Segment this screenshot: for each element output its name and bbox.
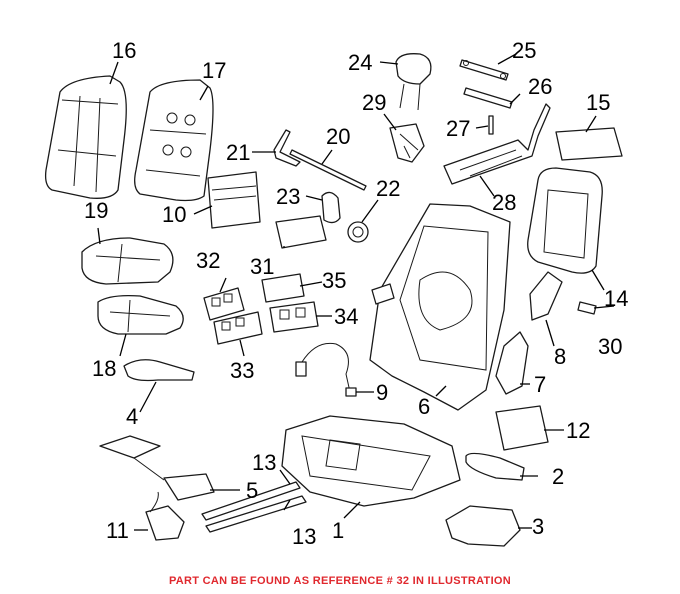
part-1-seat-base bbox=[281, 415, 461, 507]
part-16-backrest-cover bbox=[44, 75, 127, 199]
callout-1: 1 bbox=[332, 518, 344, 543]
callout-35: 35 bbox=[322, 268, 346, 293]
callout-34: 34 bbox=[334, 304, 358, 329]
reference-note: PART CAN BE FOUND AS REFERENCE # 32 IN I… bbox=[168, 575, 512, 587]
leader-lines bbox=[97, 53, 615, 531]
callout-labels: 16 17 10 21 20 23 22 24 25 26 27 29 28 1… bbox=[84, 38, 628, 549]
part-34-switch-module bbox=[269, 301, 319, 333]
part-31-control-panel bbox=[275, 215, 327, 249]
callout-2: 2 bbox=[552, 464, 564, 489]
callout-4: 4 bbox=[126, 404, 138, 429]
callout-16: 16 bbox=[112, 38, 136, 63]
callout-11: 11 bbox=[106, 518, 129, 543]
callout-22: 22 bbox=[376, 176, 400, 201]
callout-15: 15 bbox=[586, 90, 610, 115]
part-2-motor bbox=[465, 452, 525, 481]
part-30-clip bbox=[577, 301, 597, 315]
callout-8: 8 bbox=[554, 344, 566, 369]
part-20-rod bbox=[289, 149, 367, 191]
part-22-ring bbox=[347, 221, 369, 243]
callout-10: 10 bbox=[162, 202, 186, 227]
callout-31: 31 bbox=[250, 254, 274, 279]
callout-20: 20 bbox=[326, 124, 350, 149]
callout-26: 26 bbox=[528, 74, 552, 99]
callout-18: 18 bbox=[92, 356, 116, 381]
callout-23: 23 bbox=[276, 184, 300, 209]
callout-12: 12 bbox=[566, 418, 590, 443]
part-8-motor bbox=[529, 271, 563, 321]
part-7-motor bbox=[495, 331, 529, 395]
callout-13-bottom: 13 bbox=[292, 524, 316, 549]
part-19-seat-cover bbox=[81, 237, 174, 285]
part-10-map-pocket bbox=[207, 171, 261, 229]
part-25-strap bbox=[459, 59, 509, 81]
part-23-cap bbox=[321, 191, 341, 224]
callout-25: 25 bbox=[512, 38, 536, 63]
callout-29: 29 bbox=[362, 90, 386, 115]
part-26-bracket bbox=[463, 87, 513, 109]
part-33-switch bbox=[213, 311, 263, 345]
callout-33: 33 bbox=[230, 358, 254, 383]
part-15-head-cover bbox=[555, 127, 623, 161]
callout-13-top: 13 bbox=[252, 450, 276, 475]
callout-32: 32 bbox=[196, 248, 220, 273]
part-13-rails bbox=[201, 481, 307, 533]
callout-19: 19 bbox=[84, 198, 108, 223]
part-5-seat-track bbox=[99, 435, 215, 501]
callout-9: 9 bbox=[376, 380, 388, 405]
callout-27: 27 bbox=[446, 116, 470, 141]
callout-17: 17 bbox=[202, 58, 226, 83]
callout-30: 30 bbox=[598, 334, 622, 359]
part-4-recliner bbox=[123, 359, 195, 382]
callout-14: 14 bbox=[604, 286, 628, 311]
part-29-connector bbox=[389, 123, 425, 163]
part-11-cable-motor bbox=[145, 491, 185, 541]
part-27-pin bbox=[488, 115, 494, 135]
part-18-seat-pad bbox=[97, 294, 184, 335]
part-14-back-panel bbox=[527, 167, 603, 274]
part-32-switch bbox=[203, 287, 245, 321]
part-24-headrest bbox=[395, 53, 432, 111]
part-35-switch-module bbox=[261, 273, 305, 303]
part-28-guide-actuator bbox=[443, 103, 551, 185]
callout-3: 3 bbox=[532, 514, 544, 539]
part-12-control-module bbox=[495, 405, 549, 451]
callout-24: 24 bbox=[348, 50, 372, 75]
part-17-backrest-pad bbox=[134, 79, 214, 202]
callout-28: 28 bbox=[492, 190, 516, 215]
callout-6: 6 bbox=[418, 394, 430, 419]
callout-7: 7 bbox=[534, 372, 546, 397]
part-6-seat-frame bbox=[369, 203, 511, 411]
part-9-wiring-harness bbox=[295, 342, 357, 397]
part-3-motor-assembly bbox=[445, 505, 521, 547]
callout-5: 5 bbox=[246, 478, 258, 503]
callout-21: 21 bbox=[226, 140, 250, 165]
part-21-lever bbox=[273, 129, 301, 167]
